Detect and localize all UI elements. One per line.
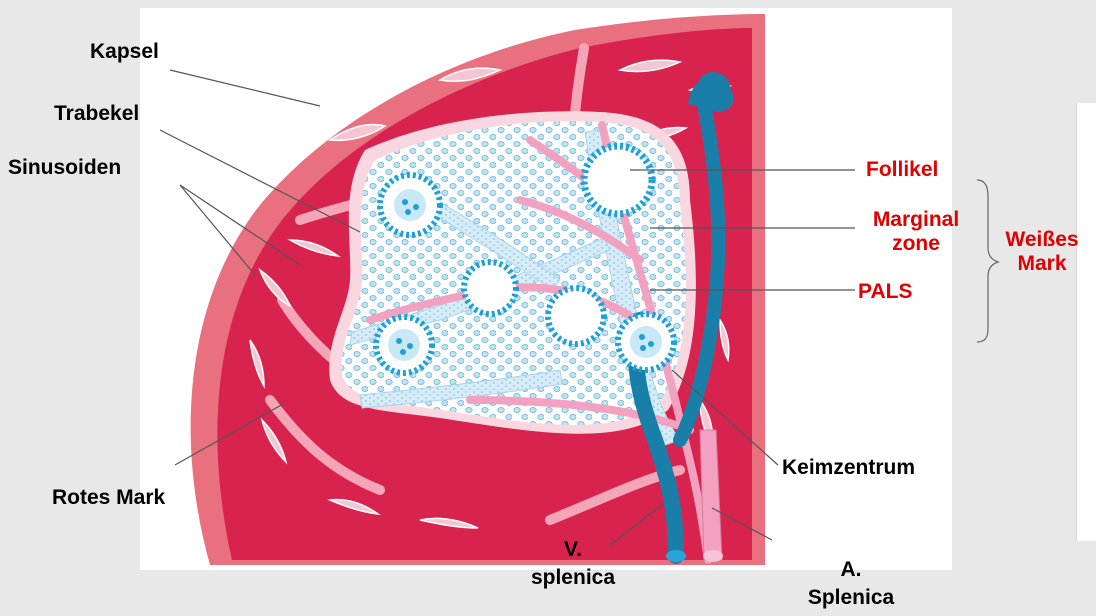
artery-end <box>703 550 723 562</box>
label-pals: PALS <box>858 280 912 304</box>
label-a-splenica: A. Splenica <box>776 556 926 612</box>
label-sinusoiden: Sinusoiden <box>8 156 121 180</box>
label-splenica-v: splenica <box>508 564 638 592</box>
label-v-splenica: V. splenica <box>508 536 638 592</box>
follicle-2 <box>584 146 652 214</box>
vein-end <box>666 550 686 562</box>
label-rotes-mark: Rotes Mark <box>52 486 165 510</box>
follicle-1 <box>380 175 440 235</box>
follicle-4 <box>548 288 604 344</box>
label-weisses-mark: Weißes Mark <box>992 228 1092 276</box>
follicle-3 <box>464 262 516 314</box>
follicle-6 <box>618 314 674 370</box>
label-zone: zone <box>858 232 974 256</box>
label-v: V. <box>508 536 638 564</box>
label-kapsel: Kapsel <box>90 40 159 64</box>
label-weisses: Weißes <box>992 228 1092 252</box>
label-keimzentrum: Keimzentrum <box>782 456 915 480</box>
follicle-5 <box>376 317 432 373</box>
label-marginal-zone: Marginal zone <box>858 208 974 256</box>
label-splenica-a: Splenica <box>776 584 926 612</box>
label-trabekel: Trabekel <box>54 102 139 126</box>
label-marginal: Marginal <box>858 208 974 232</box>
label-mark: Mark <box>992 252 1092 276</box>
label-a: A. <box>776 556 926 584</box>
label-follikel: Follikel <box>866 158 938 182</box>
